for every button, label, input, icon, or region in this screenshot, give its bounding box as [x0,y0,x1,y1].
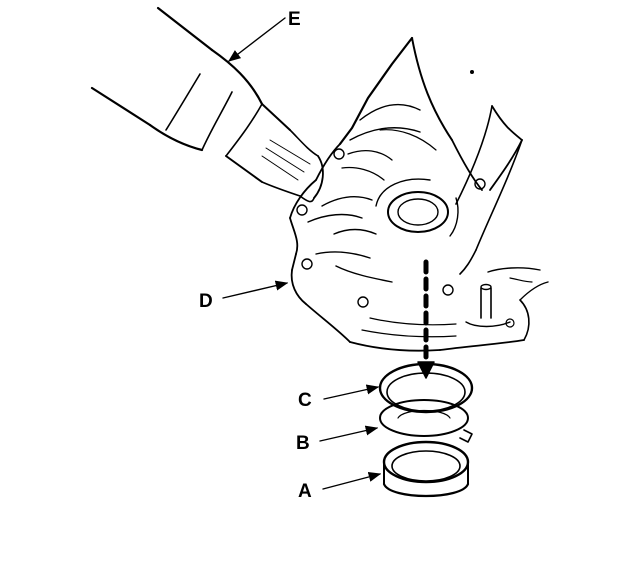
driver-tool [90,6,324,203]
callout-c: C [298,390,312,411]
part-a-oil-seal [382,440,470,498]
leader-c [323,384,380,400]
callout-e: E [288,9,301,30]
leader-b [319,425,379,442]
callout-a: A [298,481,312,502]
callout-b: B [296,433,310,454]
leader-lines [222,17,382,490]
leader-e [228,17,286,62]
leader-d [222,280,289,299]
leader-a [322,472,382,490]
part-b-washer [379,399,473,443]
housing [289,36,549,352]
installation-axis-arrow [417,259,435,379]
callout-d: D [199,291,213,312]
